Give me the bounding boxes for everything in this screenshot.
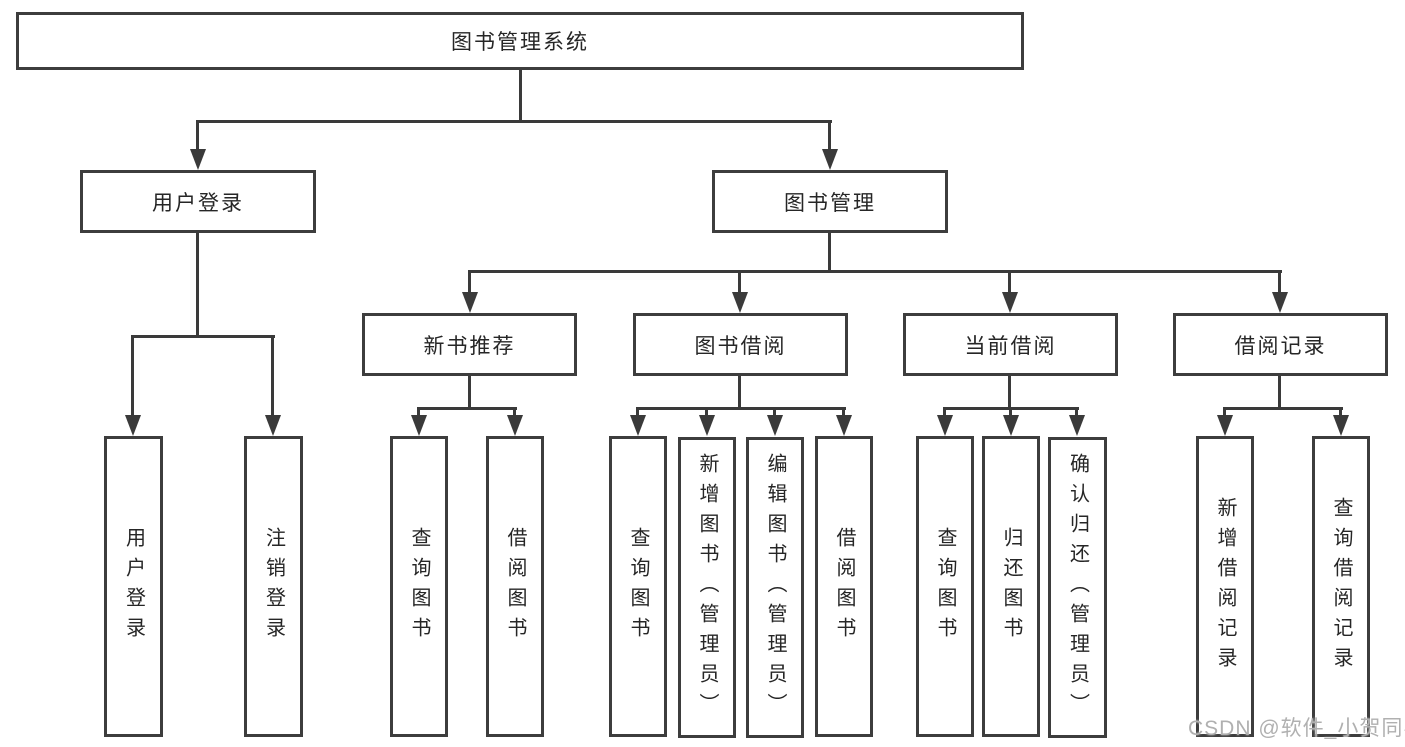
arrowhead-records: [1272, 292, 1288, 313]
leaf-borrow-query-book: 查询图书: [609, 436, 667, 737]
arrowhead-g1-2: [767, 415, 783, 436]
connector-g0-drop-1: [513, 407, 516, 417]
connector-user-bus: [131, 335, 275, 338]
arrowhead-g3-1: [1333, 415, 1349, 436]
csdn-watermark: CSDN @软件_小贺同学: [1188, 717, 1405, 740]
connector-g3-bus: [1223, 407, 1343, 410]
leaf-current-confirm-return-label: 确认归还（管理员）: [1066, 452, 1089, 723]
arrowhead-user-login: [190, 149, 206, 170]
leaf-borrow-borrow-book: 借阅图书: [815, 436, 873, 737]
leaf-logout: 注销登录: [244, 436, 303, 737]
connector-g1-drop-3: [842, 407, 845, 417]
leaf-rec-borrow-book-label: 借阅图书: [504, 526, 526, 647]
arrowhead-leaf-login: [125, 415, 141, 436]
leaf-borrow-edit-book: 编辑图书（管理员）: [746, 437, 804, 738]
node-book-mgmt: 图书管理: [712, 170, 948, 233]
leaf-logout-label: 注销登录: [262, 526, 285, 647]
arrowhead-leaf-logout: [265, 415, 281, 436]
node-borrow-records: 借阅记录: [1173, 313, 1388, 376]
arrowhead-g0-1: [507, 415, 523, 436]
connector-drop-current: [1008, 270, 1011, 294]
leaf-records-query-record-label: 查询借阅记录: [1330, 496, 1352, 677]
leaf-borrow-edit-book-label: 编辑图书（管理员）: [764, 452, 786, 723]
connector-drop-leaf-login: [131, 335, 134, 417]
leaf-records-add-record: 新增借阅记录: [1196, 436, 1254, 737]
leaf-borrow-query-book-label: 查询图书: [627, 526, 649, 647]
arrowhead-g2-2: [1069, 415, 1085, 436]
connector-g2-drop-1: [1009, 407, 1012, 417]
arrowhead-g1-0: [630, 415, 646, 436]
connector-g0-stem: [468, 376, 471, 409]
node-user-login-label: 用户登录: [152, 191, 244, 215]
connector-drop-new-book: [468, 270, 471, 294]
leaf-user-login: 用户登录: [104, 436, 163, 737]
leaf-borrow-add-book: 新增图书（管理员）: [678, 437, 736, 738]
connector-g2-drop-0: [943, 407, 946, 417]
connector-g3-stem: [1278, 376, 1281, 409]
connector-g0-bus: [417, 407, 517, 410]
leaf-current-confirm-return: 确认归还（管理员）: [1048, 437, 1107, 738]
connector-drop-borrow: [738, 270, 741, 294]
connector-root-bus: [196, 120, 832, 123]
node-root: 图书管理系统: [16, 12, 1024, 70]
leaf-rec-query-book-label: 查询图书: [408, 526, 430, 647]
arrowhead-g3-0: [1217, 415, 1233, 436]
connector-g2-stem: [1008, 376, 1011, 409]
connector-book-stem: [828, 233, 831, 272]
arrowhead-new-book: [462, 292, 478, 313]
leaf-borrow-borrow-book-label: 借阅图书: [833, 526, 855, 647]
leaf-current-return-book-label: 归还图书: [1000, 526, 1022, 647]
connector-book-bus: [468, 270, 1282, 273]
leaf-user-login-label: 用户登录: [122, 526, 145, 647]
node-new-book-rec-label: 新书推荐: [423, 334, 516, 358]
arrowhead-borrow: [732, 292, 748, 313]
node-current-borrow: 当前借阅: [903, 313, 1118, 376]
connector-g3-drop-0: [1223, 407, 1226, 417]
arrowhead-current: [1002, 292, 1018, 313]
node-current-borrow-label: 当前借阅: [964, 334, 1057, 358]
leaf-records-query-record: 查询借阅记录: [1312, 436, 1370, 737]
leaf-rec-query-book: 查询图书: [390, 436, 448, 737]
leaf-borrow-add-book-label: 新增图书（管理员）: [696, 452, 718, 723]
leaf-current-query-book-label: 查询图书: [934, 526, 956, 647]
node-book-mgmt-label: 图书管理: [784, 191, 876, 215]
node-borrow-records-label: 借阅记录: [1234, 334, 1327, 358]
leaf-current-return-book: 归还图书: [982, 436, 1040, 737]
connector-drop-book-mgmt: [828, 120, 831, 151]
connector-g1-drop-0: [636, 407, 639, 417]
arrowhead-g2-1: [1003, 415, 1019, 436]
connector-g1-drop-1: [705, 407, 708, 417]
node-root-label: 图书管理系统: [451, 31, 589, 54]
leaf-rec-borrow-book: 借阅图书: [486, 436, 544, 737]
connector-g1-bus: [636, 407, 846, 410]
node-book-borrow-label: 图书借阅: [694, 334, 787, 358]
connector-g1-drop-2: [773, 407, 776, 417]
leaf-current-query-book: 查询图书: [916, 436, 974, 737]
connector-g1-stem: [738, 376, 741, 409]
node-user-login: 用户登录: [80, 170, 316, 233]
connector-user-stem: [196, 233, 199, 337]
arrowhead-g1-3: [836, 415, 852, 436]
leaf-records-add-record-label: 新增借阅记录: [1214, 496, 1236, 677]
connector-g0-drop-0: [417, 407, 420, 417]
connector-g3-drop-1: [1339, 407, 1342, 417]
connector-root-stem: [519, 70, 522, 122]
arrowhead-g2-0: [937, 415, 953, 436]
connector-g2-drop-2: [1075, 407, 1078, 417]
arrowhead-book-mgmt: [822, 149, 838, 170]
connector-drop-leaf-logout: [271, 335, 274, 417]
node-book-borrow: 图书借阅: [633, 313, 848, 376]
node-new-book-rec: 新书推荐: [362, 313, 577, 376]
connector-drop-records: [1278, 270, 1281, 294]
connector-drop-user-login: [196, 120, 199, 151]
arrowhead-g1-1: [699, 415, 715, 436]
arrowhead-g0-0: [411, 415, 427, 436]
